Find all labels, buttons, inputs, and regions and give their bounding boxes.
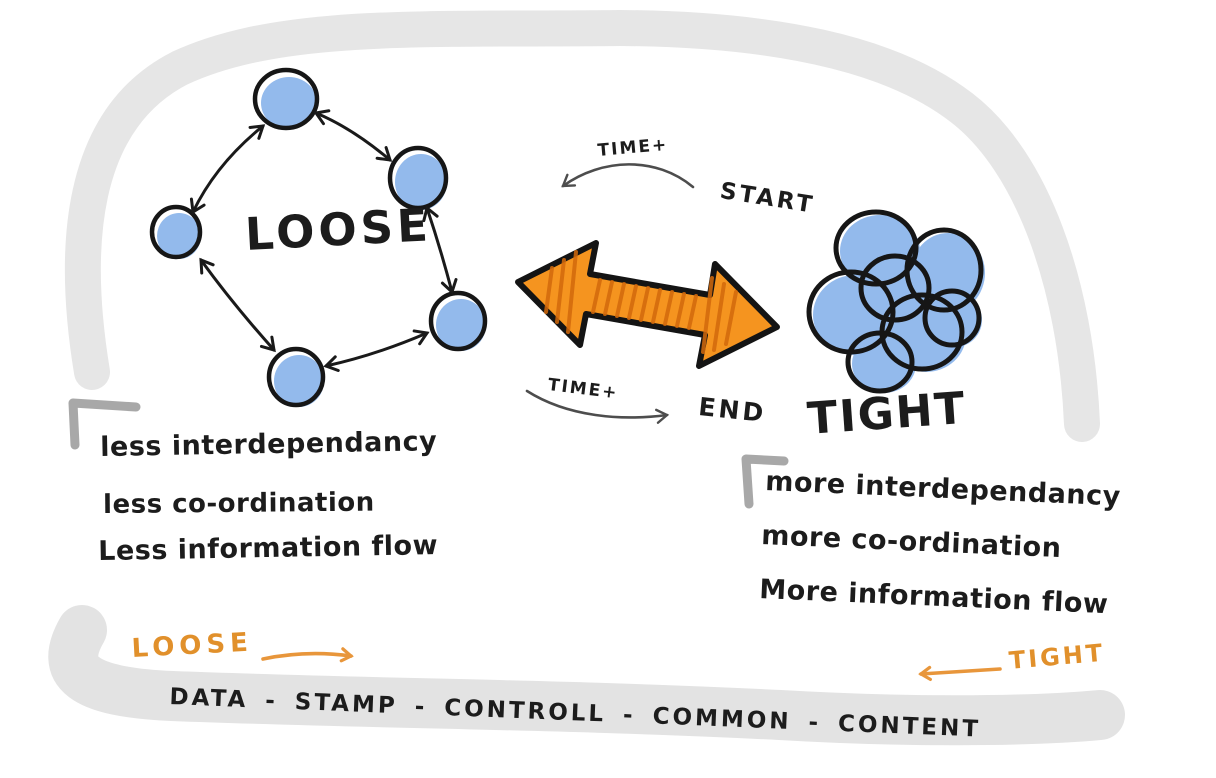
tight-node-outlines [806,209,984,394]
double-arrow-icon [515,240,780,369]
tight-direction-arrow [918,665,1002,682]
tight-title: TIGHT [805,382,969,445]
spectrum-loose-label: LOOSE [130,627,254,664]
double-arrow-hatching [544,250,738,354]
left-corner-bracket [68,398,141,450]
loose-node-fills [157,77,486,407]
double-arrow-body [515,240,780,369]
loose-link-arrows [189,109,458,372]
end-label: END [697,392,768,428]
loose-note-interdependancy: less interdependancy [99,426,438,463]
loose-note-coordination: less co-ordination [102,487,375,520]
time-forward-arrow [525,389,670,424]
enclosing-arc-band [64,9,1100,442]
loose-node-outlines [149,67,488,408]
loose-note-information-flow: Less information flow [97,530,439,567]
loose-direction-arrow [261,647,354,663]
bottom-gray-band [48,605,1125,746]
right-corner-bracket [741,454,789,509]
loose-network-icon [149,67,488,408]
time-back-arrow [561,163,695,189]
loose-title: LOOSE [243,198,434,261]
tight-cluster-icon [806,209,985,394]
